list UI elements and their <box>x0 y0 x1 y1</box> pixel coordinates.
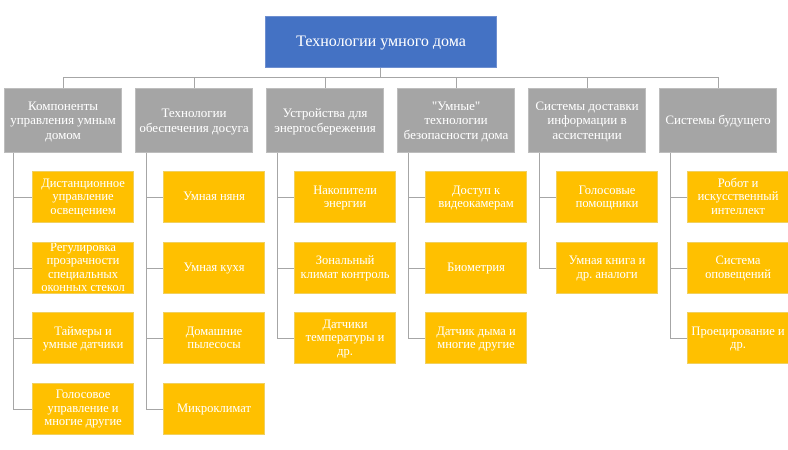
item-connector <box>146 267 163 269</box>
item-node: Домашние пылесосы <box>163 312 265 364</box>
item-node: Дистанционное управление освещением <box>32 171 134 223</box>
item-node: Доступ к видеокамерам <box>425 171 527 223</box>
item-node: Проецирование и др. <box>687 312 788 364</box>
item-trunk-connector <box>277 153 278 338</box>
root-connector <box>380 68 381 77</box>
item-connector <box>277 267 294 269</box>
item-connector <box>277 197 294 198</box>
item-connector <box>146 408 163 410</box>
item-connector <box>408 267 425 269</box>
category-node: "Умные" технологии безопасности дома <box>397 88 515 153</box>
category-node: Компоненты управления умным домом <box>4 88 122 153</box>
item-node: Регулировка прозрачности специальных око… <box>32 241 134 294</box>
item-node: Умная кухя <box>163 241 265 294</box>
item-connector <box>539 197 556 198</box>
category-connector <box>325 77 326 88</box>
item-node: Система оповещений <box>687 241 788 294</box>
item-node: Биометрия <box>425 241 527 294</box>
item-connector <box>277 338 294 339</box>
item-node: Накопители энергии <box>294 171 396 223</box>
item-connector <box>670 197 687 198</box>
item-node: Зональный климат контроль <box>294 241 396 294</box>
item-node: Таймеры и умные датчики <box>32 312 134 364</box>
item-connector <box>539 267 556 269</box>
category-node: Технологии обеспечения досуга <box>135 88 253 153</box>
item-connector <box>146 197 163 198</box>
item-connector <box>408 338 425 339</box>
item-node: Датчики температуры и др. <box>294 312 396 364</box>
item-connector <box>13 197 32 198</box>
category-connector <box>456 77 457 88</box>
category-connector <box>63 77 64 88</box>
item-node: Микроклимат <box>163 382 265 435</box>
category-node: Системы будущего <box>659 88 777 153</box>
branch-connector <box>63 77 719 78</box>
item-trunk-connector <box>539 153 540 268</box>
category-connector <box>194 77 195 88</box>
item-trunk-connector <box>670 153 671 338</box>
item-connector <box>13 338 32 339</box>
item-connector <box>146 338 163 339</box>
category-connector <box>587 77 588 88</box>
category-node: Устройства для энергосбережения <box>266 88 384 153</box>
item-trunk-connector <box>146 153 147 409</box>
root-node: Технологии умного дома <box>265 16 497 68</box>
item-connector <box>13 267 32 269</box>
item-connector <box>13 408 32 410</box>
item-node: Умная няня <box>163 171 265 223</box>
item-trunk-connector <box>408 153 409 338</box>
item-connector <box>408 197 425 198</box>
item-node: Голосовые помощники <box>556 171 658 223</box>
category-connector <box>718 77 719 88</box>
item-trunk-connector <box>13 153 14 409</box>
item-node: Робот и искусственный интеллект <box>687 171 788 223</box>
item-connector <box>670 338 687 339</box>
category-node: Системы доставки информации в ассистенци… <box>528 88 646 153</box>
item-connector <box>670 267 687 269</box>
item-node: Датчик дыма и многие другие <box>425 312 527 364</box>
item-node: Голосовое управление и многие другие <box>32 382 134 435</box>
item-node: Умная книга и др. аналоги <box>556 241 658 294</box>
